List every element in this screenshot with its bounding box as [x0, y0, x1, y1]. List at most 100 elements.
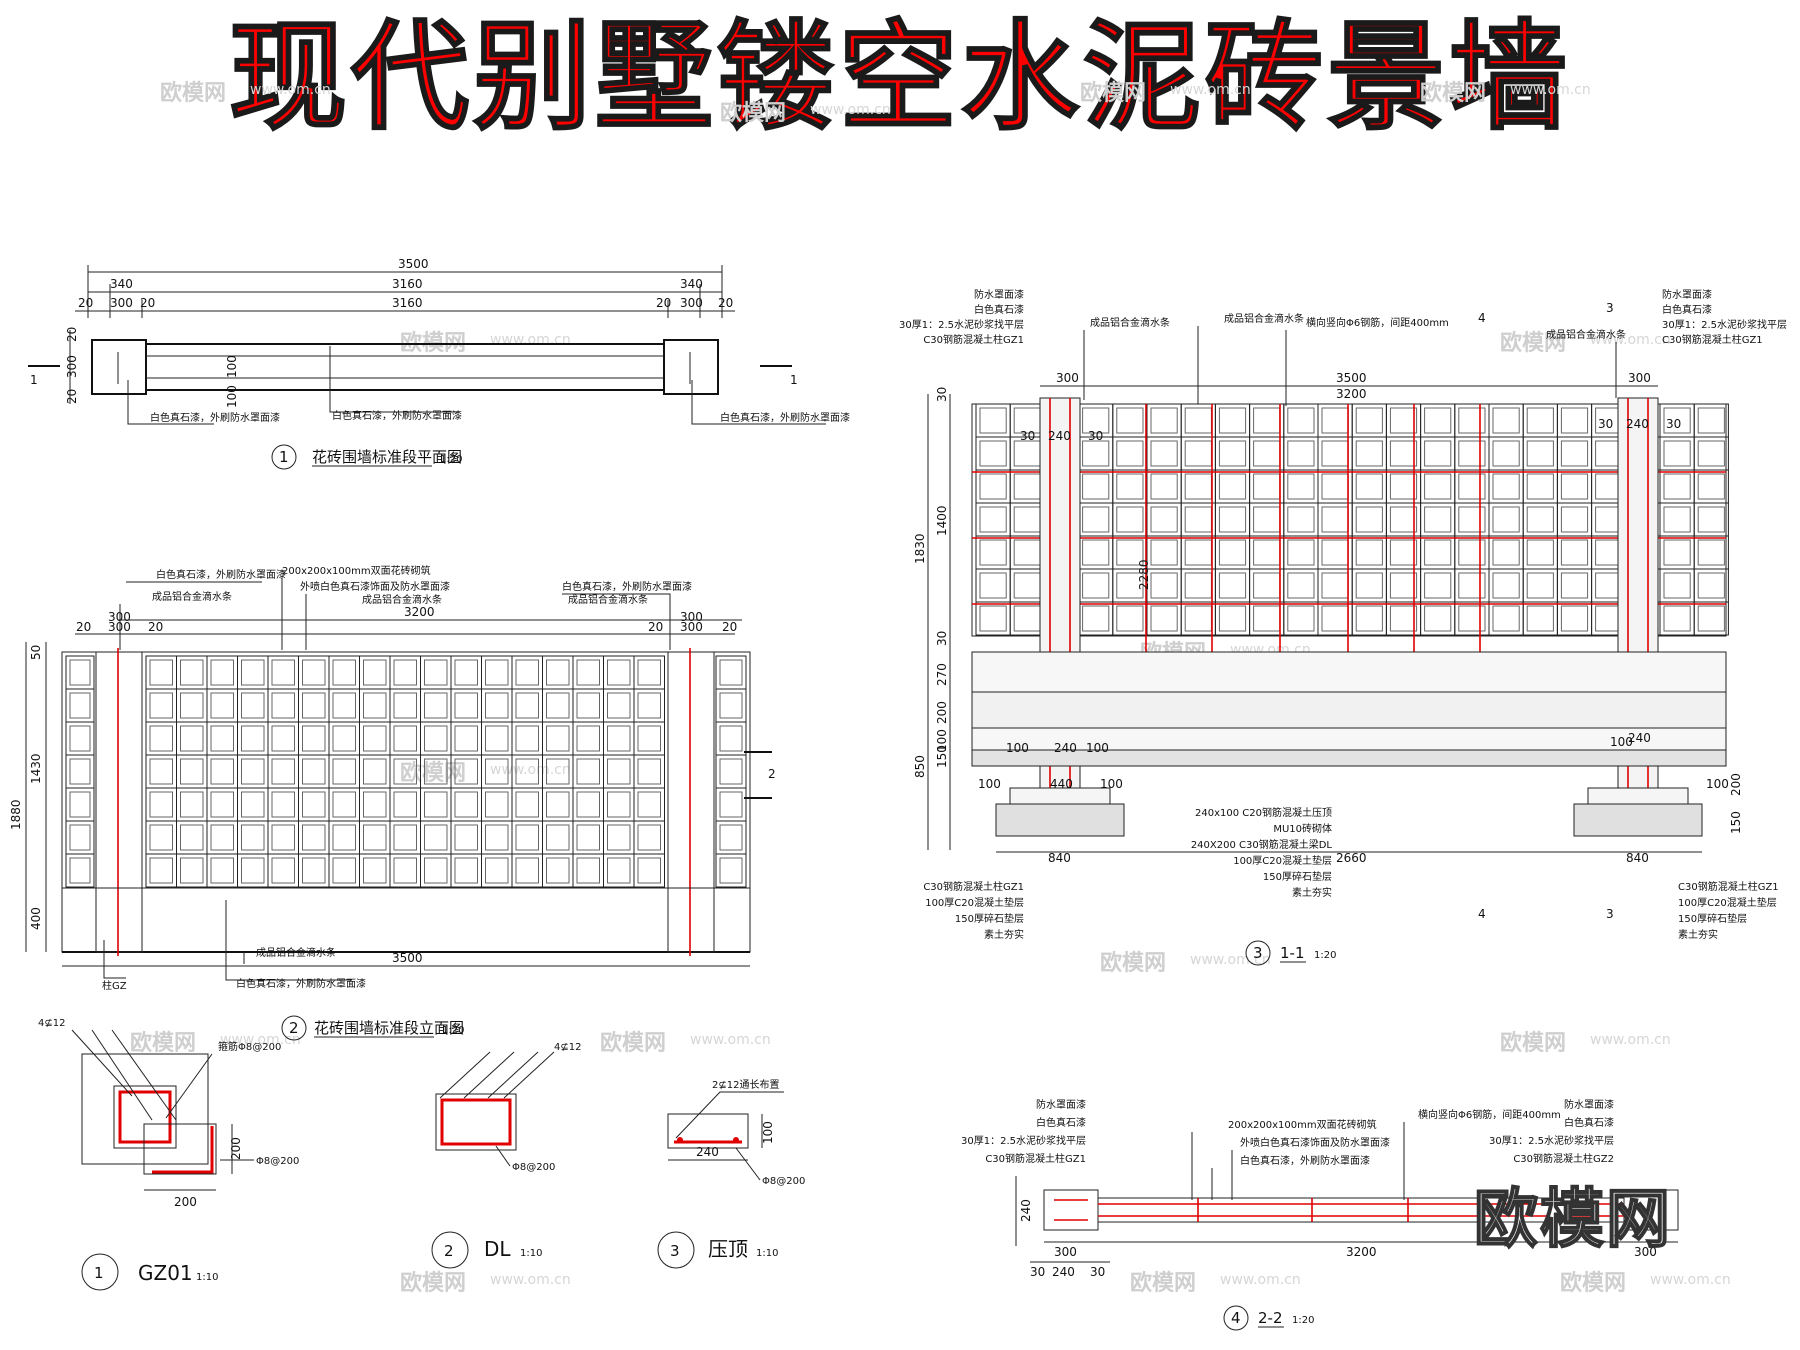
brick-cell [975, 469, 1011, 504]
brick-hole [424, 692, 448, 719]
brick-cell [328, 721, 360, 756]
brick-cell [603, 655, 635, 690]
brick-cell [1283, 568, 1319, 603]
brick-cell [1283, 469, 1319, 504]
gz01-caption-number: 1 [94, 1264, 104, 1282]
brick-hole [1560, 473, 1589, 500]
brick-hole [149, 659, 173, 686]
brick-hole [1218, 539, 1247, 566]
sec-dim-h7: 150 [935, 745, 949, 768]
brick-cell [572, 721, 604, 756]
brick-cell [298, 688, 330, 723]
brick-hole [424, 659, 448, 686]
brick-cell [1146, 601, 1182, 636]
brick-cell [359, 787, 391, 822]
sec2-dim-mid: 3200 [1346, 1245, 1377, 1259]
brick-cell [145, 721, 177, 756]
brick-cell [237, 787, 269, 822]
brick-hole [1355, 605, 1383, 632]
brick-cell [450, 655, 482, 690]
brick-cell [267, 853, 299, 888]
brick-hole [485, 758, 509, 785]
sec2-top-note: 横向竖向Φ6钢筋，间距400mm [1418, 1108, 1561, 1121]
sec-dim-f1r: 100 [1610, 735, 1633, 749]
elev-dim-col-1: 300 [108, 610, 131, 624]
elev-dim-total: 3500 [392, 951, 423, 965]
elev-note-8: 成品铝合金滴水条 [256, 946, 336, 959]
brick-hole [69, 725, 91, 752]
sec-dim-inner: 2280 [1137, 559, 1151, 590]
brick-hole [546, 692, 570, 719]
coping-dim2: 100 [761, 1121, 775, 1144]
brick-hole [454, 758, 478, 785]
brick-cell [1112, 502, 1148, 537]
brick-cell [145, 688, 177, 723]
gz01-dim1: 200 [174, 1195, 197, 1209]
brick-hole [1355, 506, 1383, 533]
brick-cell [1214, 403, 1251, 438]
brick-cell [267, 721, 299, 756]
brick-hole [363, 791, 387, 818]
brick-hole [1184, 407, 1212, 434]
brick-hole [979, 539, 1007, 566]
brick-hole [1013, 539, 1041, 566]
brick-cell [1351, 469, 1387, 504]
brick-cell [1454, 601, 1490, 636]
brick-hole [332, 692, 356, 719]
brick-cell [1488, 601, 1524, 636]
brick-hole [210, 824, 234, 851]
brick-cell [206, 820, 238, 855]
brick-hole [546, 791, 570, 818]
note-text: C30钢筋混凝土柱GZ1 [1678, 880, 1779, 893]
brick-cell [481, 820, 513, 855]
brick-hole [546, 857, 570, 884]
brick-cell [389, 721, 421, 756]
brick-cell [633, 655, 665, 690]
brick-hole [485, 692, 509, 719]
brick-hole [1663, 539, 1691, 566]
sec-dim-h9: 850 [913, 755, 927, 778]
gz01-caption-scale: 1:10 [196, 1272, 218, 1283]
brick-hole [1253, 506, 1281, 533]
brick-cell [359, 721, 391, 756]
brick-hole [607, 824, 631, 851]
brick-hole [1184, 506, 1212, 533]
brick-cell [359, 655, 391, 690]
sec-dim-c2-l: 240 [1048, 429, 1071, 443]
plan-dim-mid-2: 3160 [392, 296, 423, 310]
elev-note-3: 外喷白色真石漆饰面及防水罩面漆 [300, 580, 450, 593]
brick-hole [1389, 605, 1418, 632]
elev-note-4: 成品铝合金滴水条 [362, 593, 442, 606]
sec2-mid-note-2: 外喷白色真石漆饰面及防水罩面漆 [1240, 1136, 1390, 1149]
brick-cell [1420, 469, 1456, 504]
note-text: 白色真石漆 [1036, 1116, 1086, 1129]
brick-hole [1013, 506, 1041, 533]
brick-hole [1458, 440, 1486, 467]
brick-hole [1013, 605, 1041, 632]
brick-cell [572, 787, 604, 822]
detail-dl: 4⊈12 Φ8@200 2 DL 1:10 [431, 1042, 581, 1269]
watermark-url: www.om.cn [690, 1032, 771, 1048]
brick-hole [1253, 572, 1281, 599]
brick-hole [271, 824, 295, 851]
brick-cell [1214, 469, 1251, 504]
watermark-text: 欧模网 [160, 80, 226, 106]
brick-hole [149, 824, 173, 851]
brick-hole [1082, 407, 1110, 434]
brick-cell [1078, 568, 1114, 603]
sec-dim-foot-l: 840 [1048, 851, 1071, 865]
brick-hole [1082, 605, 1110, 632]
brick-hole [241, 857, 265, 884]
watermark-text: 欧模网 [1100, 950, 1166, 976]
brick-hole [1697, 440, 1725, 467]
brick-hole [1116, 473, 1144, 500]
brick-hole [1116, 539, 1144, 566]
brick-cell [176, 853, 208, 888]
brick-cell [176, 688, 208, 723]
brick-cell [176, 655, 208, 690]
brick-hole [241, 758, 265, 785]
brick-hole [454, 725, 478, 752]
brick-cell [572, 688, 604, 723]
sec-dim-total: 3500 [1336, 371, 1367, 385]
brick-cell [511, 853, 543, 888]
